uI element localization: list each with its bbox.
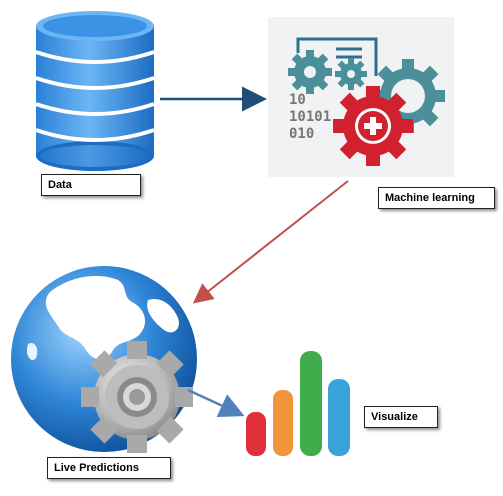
live-predictions-label: Live Predictions <box>47 457 171 479</box>
bar-chart-bar-orange <box>273 390 293 456</box>
visualize-label: Visualize <box>364 406 438 428</box>
globe-gear-icon <box>11 266 197 453</box>
bar-chart-bar-blue <box>328 379 350 456</box>
gears-icon: 10 10101 010 <box>268 17 454 177</box>
binary-text-line-1: 10 <box>289 92 306 108</box>
bar-chart-bar-red <box>246 412 266 456</box>
binary-text-line-3: 010 <box>289 126 314 142</box>
binary-text-line-2: 10101 <box>289 109 331 125</box>
bar-chart-bar-green <box>300 351 322 456</box>
arrow-ml-to-live <box>192 180 349 304</box>
arrow-live-to-visualize <box>187 388 245 417</box>
database-icon <box>35 11 155 171</box>
bar-chart-icon <box>246 351 350 456</box>
machine-learning-label: Machine learning <box>378 187 495 209</box>
data-label: Data <box>41 174 141 196</box>
